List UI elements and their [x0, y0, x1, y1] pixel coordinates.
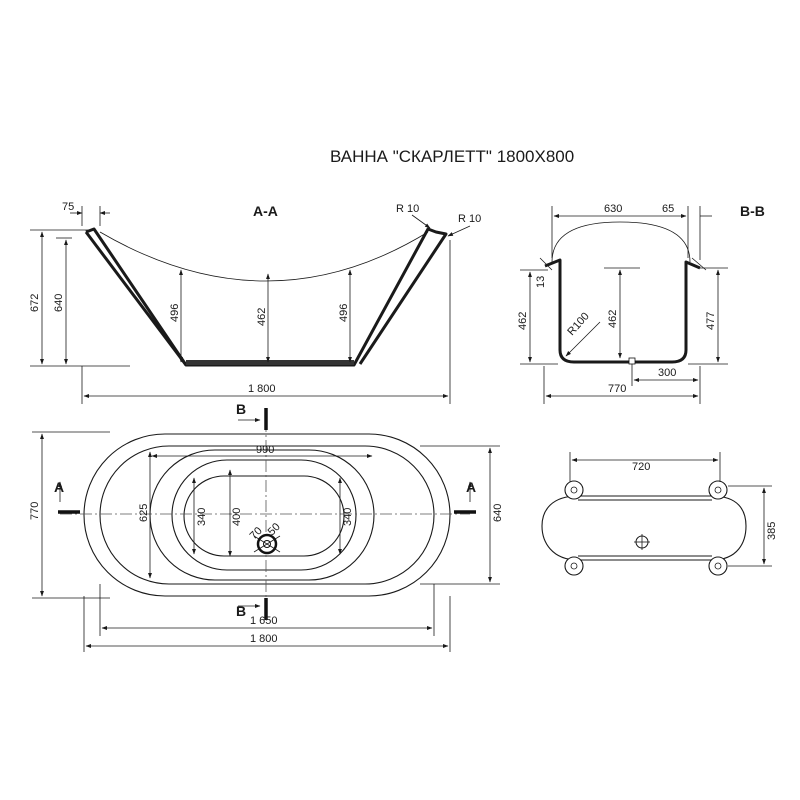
- dim-aa-h-640: 640: [53, 294, 65, 312]
- aa-bottom: [186, 360, 354, 365]
- bb-tub-profile: [544, 258, 701, 364]
- plan-section-b-top: B: [236, 401, 246, 417]
- dim-plan-640: 640: [492, 504, 504, 522]
- dim-aa-lip: 75: [62, 201, 74, 213]
- plan-basin-floor: [171, 459, 357, 571]
- bb-drain: [628, 357, 636, 365]
- dim-bb-13: 13: [535, 276, 547, 288]
- aa-rim-curve: [99, 231, 429, 282]
- plan-basin-bottom: [183, 475, 345, 557]
- drawing-title: ВАННА "СКАРЛЕТТ" 1800X800: [330, 147, 574, 166]
- dim-bb-drain-offset: 300: [658, 367, 676, 379]
- section-b-b-label: B-B: [740, 203, 765, 219]
- dim-plan-inner-len: 990: [256, 444, 274, 456]
- dim-aa-length: 1 800: [248, 383, 276, 395]
- dim-aa-h-total: 672: [29, 294, 41, 312]
- dim-aa-depth-center: 462: [256, 308, 268, 326]
- plan-section-a-left: A: [54, 479, 64, 495]
- dim-aa-r2: R 10: [458, 213, 481, 225]
- dim-base-length: 720: [632, 461, 650, 473]
- dim-bb-lip: 65: [662, 203, 674, 215]
- dim-bb-h-left: 462: [517, 312, 529, 330]
- plan-outer-rim: [83, 433, 451, 597]
- plan-section-b-bottom: B: [236, 603, 246, 619]
- section-b-b: B-B 630 65 13 462 R100 462 477: [517, 203, 765, 404]
- dim-plan-625: 625: [138, 504, 150, 522]
- dim-aa-r1: R 10: [396, 203, 419, 215]
- dim-plan-400: 400: [231, 508, 243, 526]
- dim-aa-depth-right: 496: [338, 304, 350, 322]
- dim-bb-width: 770: [608, 383, 626, 395]
- aa-tub-profile: [85, 227, 448, 367]
- dim-plan-length: 1 800: [250, 633, 278, 645]
- plan-section-a-right: A: [466, 479, 476, 495]
- dim-plan-width: 770: [29, 502, 41, 520]
- base-outline: [541, 495, 747, 561]
- plan-view: A A B B 990 770 625 340 400 70 50 340: [29, 401, 504, 652]
- dim-plan-1650: 1 650: [250, 615, 278, 627]
- dim-plan-340-left: 340: [196, 508, 208, 526]
- dim-bb-h-right: 477: [705, 312, 717, 330]
- section-a-a-label: A-A: [253, 203, 278, 219]
- dim-bb-h-inner: 462: [607, 310, 619, 328]
- dim-plan-340-right: 340: [342, 508, 354, 526]
- section-a-a: A-A 75 R 10 R 10 672 640 496 462 496: [29, 201, 481, 404]
- dim-bb-top: 630: [604, 203, 622, 215]
- bb-rim-curve: [551, 221, 691, 263]
- base-view: 720 385: [541, 452, 778, 576]
- dim-base-width: 385: [766, 522, 778, 540]
- plan-inner-rim: [99, 445, 435, 585]
- dim-aa-depth-left: 496: [169, 304, 181, 322]
